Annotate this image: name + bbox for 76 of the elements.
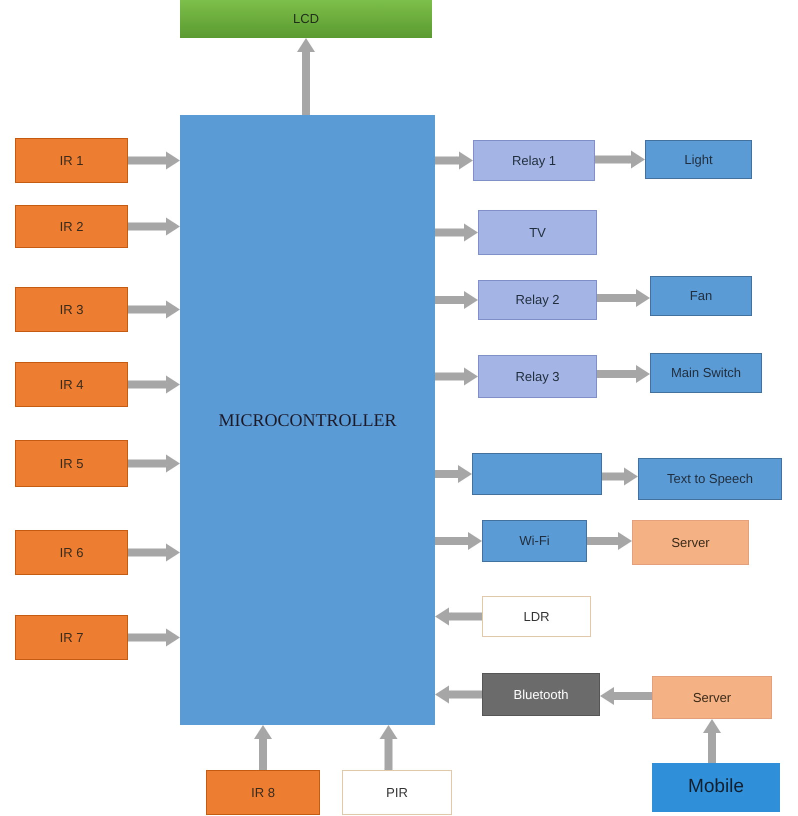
box-label: Bluetooth xyxy=(514,686,568,704)
arrow xyxy=(435,368,478,386)
sensor-box xyxy=(15,205,128,248)
display-box xyxy=(180,0,432,38)
arrow xyxy=(380,725,398,770)
sensor-box xyxy=(206,770,320,815)
box-label: IR 6 xyxy=(60,544,84,562)
box-label: IR 5 xyxy=(60,454,84,473)
box-label: IR 8 xyxy=(251,784,275,802)
arrow xyxy=(128,628,180,646)
module-box xyxy=(638,458,782,500)
sensor-box xyxy=(15,615,128,660)
arrow xyxy=(435,608,482,626)
box-label: Server xyxy=(692,688,732,707)
sensor-box xyxy=(482,596,591,637)
arrow xyxy=(587,532,632,550)
server-box xyxy=(632,520,749,565)
arrow xyxy=(254,725,272,770)
box-label: LDR xyxy=(523,608,550,626)
arrow xyxy=(595,150,645,168)
controller-box xyxy=(180,115,435,725)
arrow xyxy=(435,152,473,170)
arrow xyxy=(128,376,180,394)
box-label: IR 4 xyxy=(60,376,84,394)
arrow xyxy=(435,465,472,483)
arrow xyxy=(597,365,650,383)
box-label: MICROCONTROLLER xyxy=(218,408,396,432)
sensor-box xyxy=(342,770,452,815)
relay-box xyxy=(473,140,595,181)
box-label: LCD xyxy=(292,10,319,28)
box-label: Main Switch xyxy=(670,364,742,382)
box-label: TV xyxy=(529,224,546,242)
module-box xyxy=(482,520,587,562)
box-label: IR 7 xyxy=(60,628,84,647)
arrow xyxy=(600,687,652,705)
sensor-box xyxy=(15,138,128,183)
device-box xyxy=(645,140,752,179)
module-box xyxy=(472,453,602,495)
sensor-box xyxy=(15,530,128,575)
box-label: Mobile xyxy=(688,775,744,800)
device-box xyxy=(652,763,780,812)
arrow xyxy=(128,454,180,472)
box-label: Server xyxy=(671,534,710,552)
relay-box xyxy=(478,280,597,320)
box-label: Wi-Fi xyxy=(519,532,550,550)
box-label: Relay 1 xyxy=(512,152,556,170)
device-box xyxy=(478,210,597,255)
box-label: Relay 3 xyxy=(515,368,560,386)
arrow xyxy=(435,291,478,309)
sensor-box xyxy=(15,287,128,332)
box-label: IR 2 xyxy=(60,218,84,236)
arrow xyxy=(703,719,721,763)
arrow xyxy=(435,224,478,242)
box-label: Relay 2 xyxy=(515,291,560,310)
arrow xyxy=(128,152,180,170)
box-label: IR 3 xyxy=(60,300,84,319)
box-label: Fan xyxy=(690,287,712,306)
arrow xyxy=(602,468,638,486)
server-box xyxy=(652,676,772,719)
arrow xyxy=(435,686,482,704)
box-label: PIR xyxy=(386,784,408,802)
arrow xyxy=(597,289,650,307)
device-box xyxy=(650,353,762,393)
arrow xyxy=(128,544,180,562)
module-box xyxy=(482,673,600,716)
relay-box xyxy=(478,355,597,398)
box-label: IR 1 xyxy=(60,152,84,170)
arrow xyxy=(297,38,315,115)
sensor-box xyxy=(15,362,128,407)
box-label: Text to Speech xyxy=(667,470,753,488)
arrow xyxy=(128,218,180,236)
box-label: Light xyxy=(684,150,713,169)
sensor-box xyxy=(15,440,128,487)
arrow xyxy=(435,532,482,550)
device-box xyxy=(650,276,752,316)
arrow xyxy=(128,300,180,318)
